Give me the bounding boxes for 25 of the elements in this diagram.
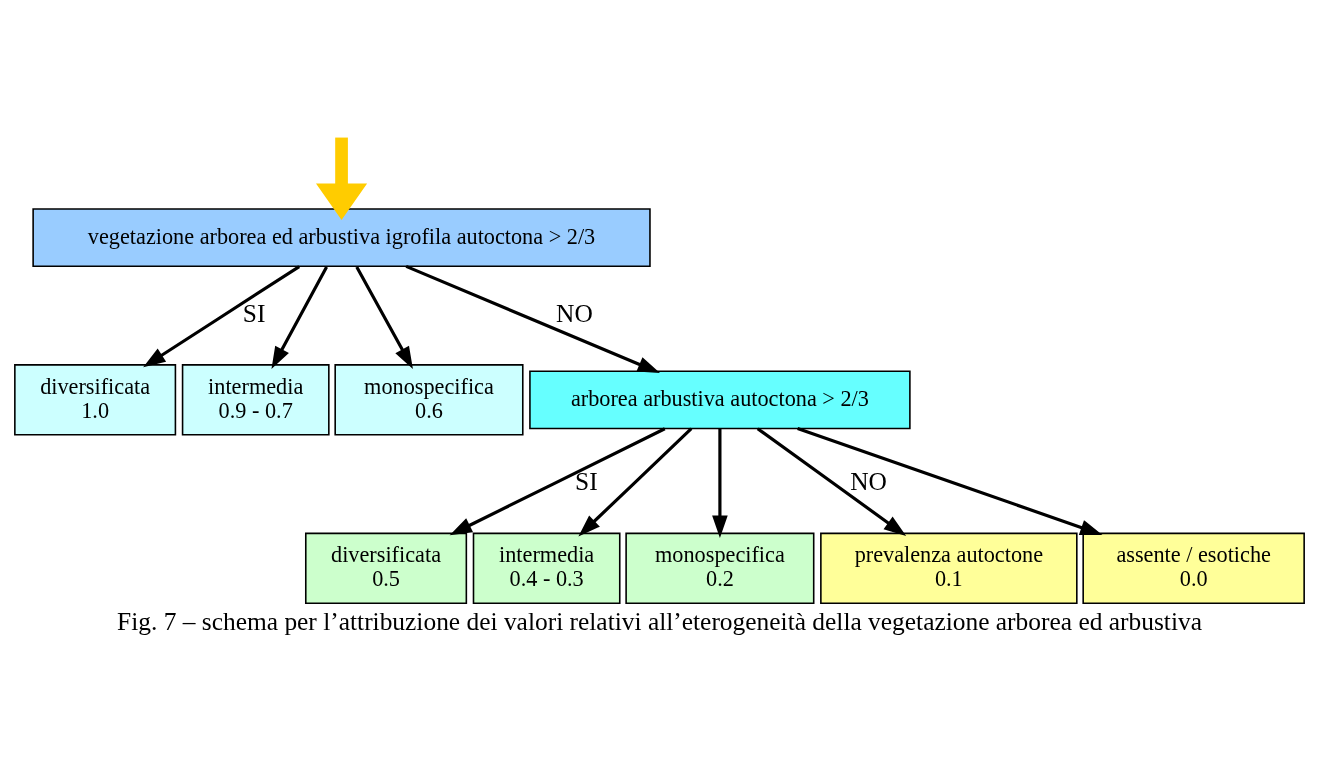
node-box: assente / esotiche 0.0 [1082, 532, 1305, 605]
arrow [449, 427, 666, 536]
arrow [756, 427, 907, 536]
node-box: diversificata 0.5 [305, 532, 468, 605]
node-box: monospecifica 0.2 [625, 532, 815, 605]
node-box: intermedia 0.4 - 0.3 [472, 532, 621, 605]
arrow [315, 137, 368, 220]
node-box: prevalenza autoctone 0.1 [820, 532, 1078, 605]
arrow [405, 264, 660, 374]
node-box: vegetazione arborea ed arbustiva igrofila autoctona > 2/3 [32, 208, 651, 268]
edge-label: NO [850, 467, 887, 497]
arrow [355, 266, 413, 369]
node-box: monospecifica 0.6 [334, 364, 524, 436]
edge-label: NO [556, 298, 593, 328]
arrow [143, 265, 301, 368]
node-box: diversificata 1.0 [14, 364, 177, 436]
node-box: intermedia 0.9 - 0.7 [181, 364, 330, 436]
arrow [712, 428, 728, 538]
node-box: arborea arbustiva autoctona > 2/3 [529, 370, 911, 430]
arrow [578, 427, 693, 537]
edge-label: SI [242, 298, 266, 328]
caption: Fig. 7 – schema per l’attribuzione dei valori relativi all’eterogeneità della vegetazione arborea ed arbustiva [117, 607, 1202, 637]
arrow [797, 427, 1103, 535]
arrow [271, 266, 328, 370]
edge-label: SI [575, 467, 598, 497]
